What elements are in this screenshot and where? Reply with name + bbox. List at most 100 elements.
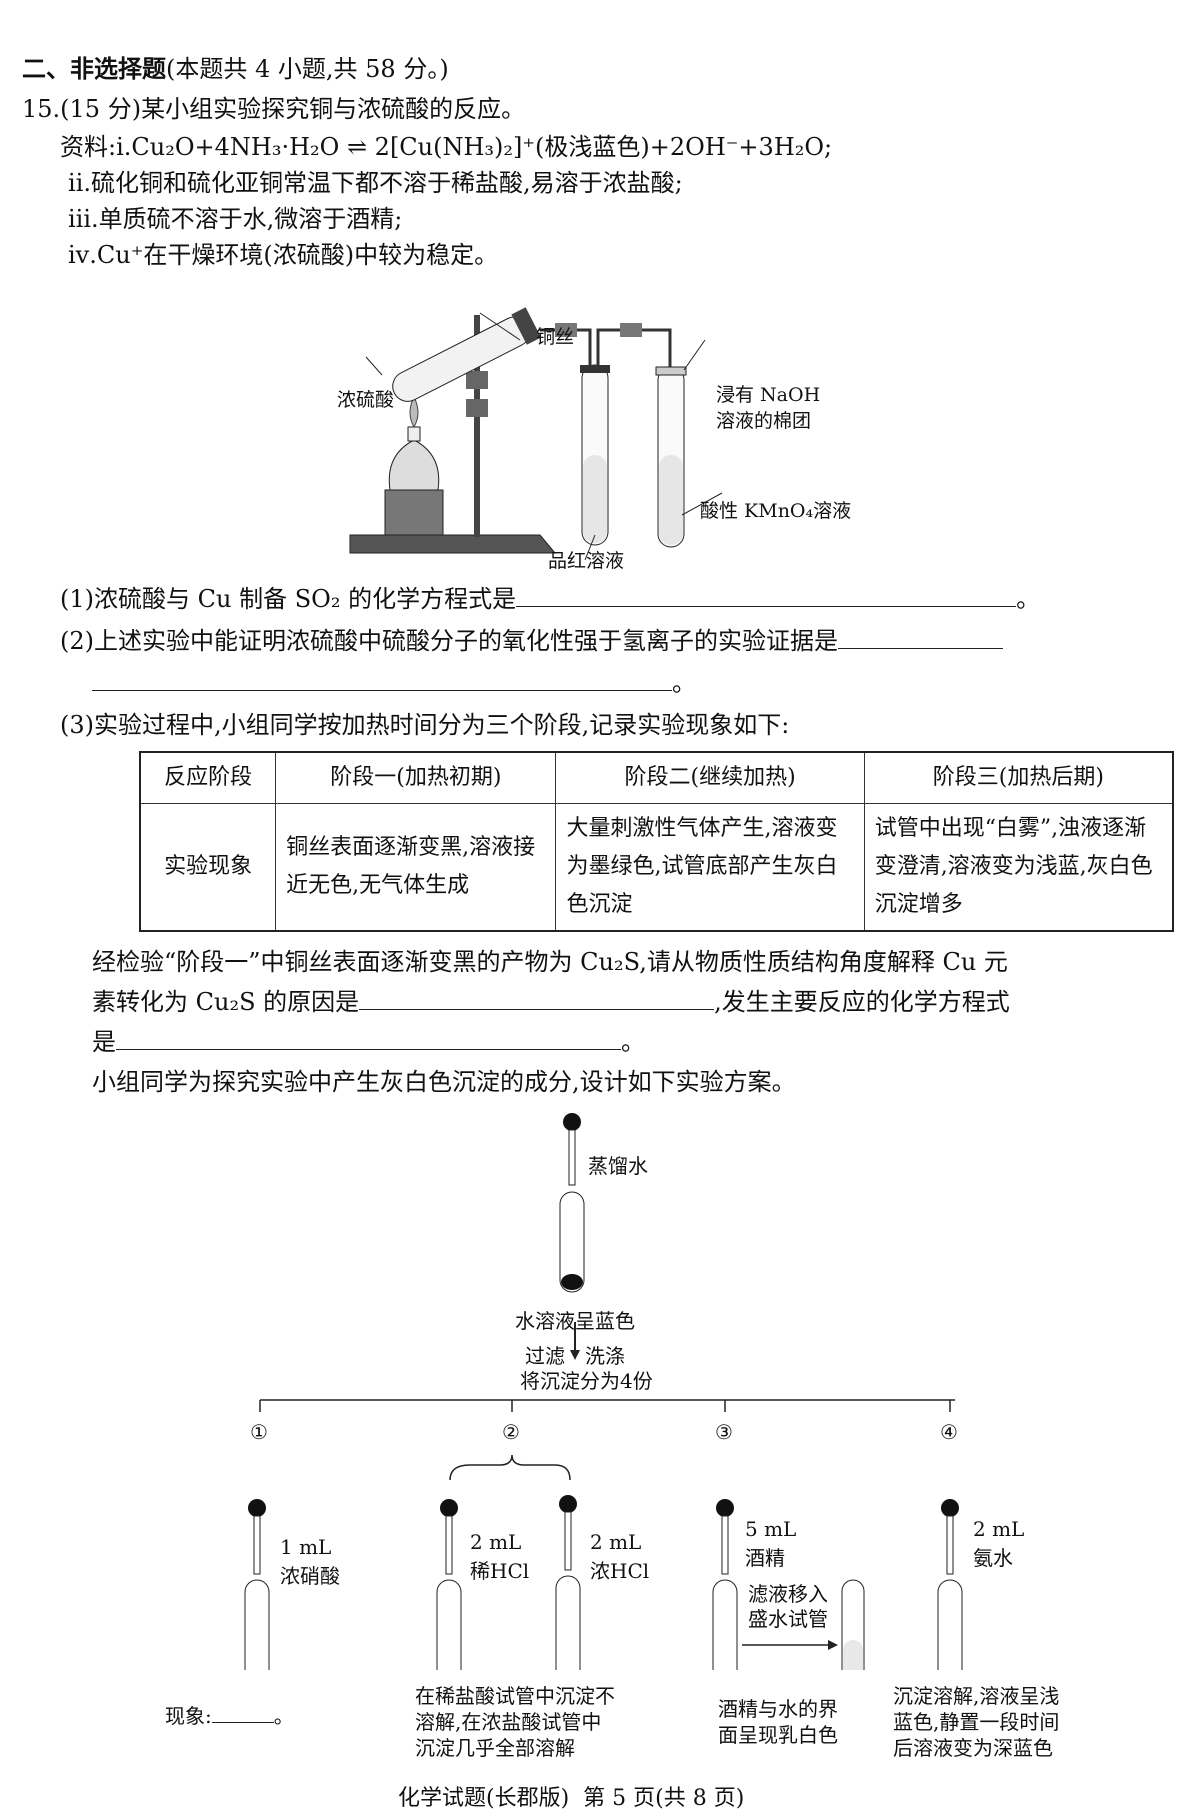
dropper-icon [559, 1495, 577, 1571]
apparatus-diagram [349, 307, 723, 561]
observation-line: 蓝色,静置一段时间 [893, 1710, 1060, 1734]
table-header: 阶段二(继续加热) [555, 751, 865, 804]
reagent-amount-3: 5 mL [745, 1517, 797, 1541]
observation-line: 在稀盐酸试管中沉淀不 [415, 1684, 615, 1708]
part-label: (2) [60, 627, 94, 655]
stand-base [349, 534, 557, 554]
material-index: ⅰ. [116, 133, 132, 161]
test-tube-icon [436, 1579, 462, 1670]
brace [449, 1454, 571, 1481]
rubber-joint-1 [555, 323, 577, 337]
table-row: 实验现象 铜丝表面逐渐变黑,溶液接近无色,无气体生成 大量刺激性气体产生,溶液变… [139, 803, 1174, 932]
clamp-lower [466, 399, 488, 417]
part-text: 浓硫酸与 Cu 制备 SO₂ 的化学方程式是 [94, 585, 517, 613]
table-header-row: 反应阶段 阶段一(加热初期) 阶段二(继续加热) 阶段三(加热后期) [139, 751, 1174, 804]
test-tube-icon [555, 1575, 581, 1670]
flow-diagram [244, 1113, 963, 1670]
material-4: ⅳ.Cu⁺在干燥环境(浓硫酸)中较为稳定。 [68, 238, 498, 272]
page-footer: 化学试题(长郡版) 第 5 页(共 8 页) [398, 1786, 745, 1811]
label-copper-wire: 铜丝 [536, 326, 575, 348]
label-distilled-water: 蒸馏水 [588, 1154, 648, 1178]
label-naoh-1: 浸有 NaOH [716, 384, 821, 406]
period: 。 [672, 669, 696, 697]
table-cell: 试管中出现“白雾”,浊液逐渐变澄清,溶液变为浅蓝,灰白色沉淀增多 [863, 803, 1174, 932]
test-tube-icon [937, 1579, 963, 1670]
material-1: 资料:ⅰ.Cu₂O+4NH₃·H₂O ⇌ 2[Cu(NH₃)₂]⁺(极浅蓝色)+… [60, 130, 832, 164]
text: 是 [92, 1028, 116, 1056]
pointer-line [365, 356, 383, 376]
answer-blank-2a[interactable] [838, 624, 1003, 649]
part-1: (1)浓硫酸与 Cu 制备 SO₂ 的化学方程式是 。 [60, 582, 1040, 616]
observation-line: 酒精与水的界 [718, 1697, 838, 1721]
magenta-solution [583, 455, 607, 543]
pointer-line [479, 312, 521, 341]
flame-icon [409, 395, 419, 428]
test-tube-icon [712, 1579, 738, 1670]
branch-number-3: ③ [715, 1420, 733, 1444]
observation-line: 后溶液变为深蓝色 [893, 1736, 1053, 1760]
label-filter: 过滤 [525, 1344, 565, 1368]
branch-number-1: ① [250, 1420, 268, 1444]
observation-3: 酒精与水的界 面呈现乳白色 [718, 1696, 838, 1748]
answer-blank-2b[interactable] [92, 666, 672, 691]
burner-block [384, 489, 444, 536]
material-text: 单质硫不溶于水,微溶于酒精; [98, 205, 403, 233]
dropper-icon [248, 1499, 266, 1575]
material-3: ⅲ.单质硫不溶于水,微溶于酒精; [68, 202, 402, 236]
section-note: (本题共 4 小题,共 58 分。) [166, 55, 449, 83]
material-index: ⅲ. [68, 205, 99, 233]
reaction-tube [392, 307, 542, 402]
reagent-1: 浓硝酸 [280, 1564, 340, 1588]
stopper-1 [580, 365, 610, 373]
row-label: 实验现象 [139, 803, 277, 932]
section-heading: 二、非选择题(本题共 4 小题,共 58 分。) [22, 52, 449, 86]
analysis-line-4: 小组同学为探究实验中产生灰白色沉淀的成分,设计如下实验方案。 [92, 1068, 796, 1096]
answer-blank-3a[interactable] [359, 985, 715, 1010]
part-2-cont: 。 [92, 666, 696, 700]
part-3: (3)实验过程中,小组同学按加热时间分为三个阶段,记录实验现象如下: [60, 708, 789, 742]
period: 。 [1016, 585, 1041, 613]
pointer-line [681, 492, 723, 516]
arrow-head [828, 1640, 838, 1650]
rubber-joint-2 [620, 323, 642, 337]
reagent-amount-4: 2 mL [973, 1517, 1025, 1541]
branch-number-4: ④ [940, 1420, 958, 1444]
material-index: ⅳ. [68, 241, 97, 269]
transfer-label-2: 盛水试管 [748, 1607, 828, 1631]
table-header: 反应阶段 [139, 751, 277, 804]
clamp-upper [466, 371, 488, 389]
test-tube-icon [244, 1579, 270, 1670]
table-cell: 大量刺激性气体产生,溶液变为墨绿色,试管底部产生灰白色沉淀 [555, 803, 865, 932]
reagent-amount-1: 1 mL [280, 1535, 332, 1559]
observation-line: 沉淀几乎全部溶解 [415, 1736, 575, 1760]
material-2: ⅱ.硫化铜和硫化亚铜常温下都不溶于稀盐酸,易溶于浓盐酸; [68, 166, 683, 200]
label-kmno4: 酸性 KMnO₄溶液 [700, 500, 852, 522]
dropper-icon [440, 1499, 458, 1575]
answer-blank-3b[interactable] [116, 1025, 621, 1050]
label-conc-sulfuric: 浓硫酸 [337, 389, 395, 411]
question-score: (15 分) [60, 95, 142, 123]
dropper-icon [716, 1499, 734, 1575]
answer-blank-1[interactable] [516, 582, 1017, 607]
observation-1: 现象: 。 [165, 1700, 294, 1729]
label-magenta: 品红溶液 [548, 550, 625, 572]
label-naoh-2: 溶液的棉团 [716, 410, 812, 432]
observation-table: 反应阶段 阶段一(加热初期) 阶段二(继续加热) 阶段三(加热后期) 实验现象 … [139, 751, 1174, 932]
label-wash: 洗涤 [585, 1344, 625, 1368]
arrow-head [570, 1350, 580, 1360]
analysis-line-1: 经检验“阶段一”中铜丝表面逐渐变黑的产物为 Cu₂S,请从物质性质结构角度解释 … [92, 948, 1008, 976]
observation-line: 溶解,在浓盐酸试管中 [415, 1710, 602, 1734]
question-stem: 15.(15 分)某小组实验探究铜与浓硫酸的反应。 [22, 92, 525, 126]
period: 。 [273, 1704, 294, 1728]
reagent-2b: 浓HCl [590, 1559, 650, 1583]
observation-line: 面呈现乳白色 [718, 1723, 838, 1747]
observation-line: 沉淀溶解,溶液呈浅 [893, 1684, 1060, 1708]
question-number: 15. [22, 95, 61, 123]
table-header: 阶段三(加热后期) [863, 751, 1174, 804]
observation-label: 现象: [165, 1704, 212, 1728]
analysis-line-2: 素转化为 Cu₂S 的原因是,发生主要反应的化学方程式 [92, 985, 1010, 1019]
label-split: 将沉淀分为4份 [520, 1369, 653, 1393]
part-label: (1) [60, 585, 94, 613]
answer-blank-4[interactable] [211, 1704, 274, 1723]
text: 素转化为 Cu₂S 的原因是 [92, 988, 360, 1016]
